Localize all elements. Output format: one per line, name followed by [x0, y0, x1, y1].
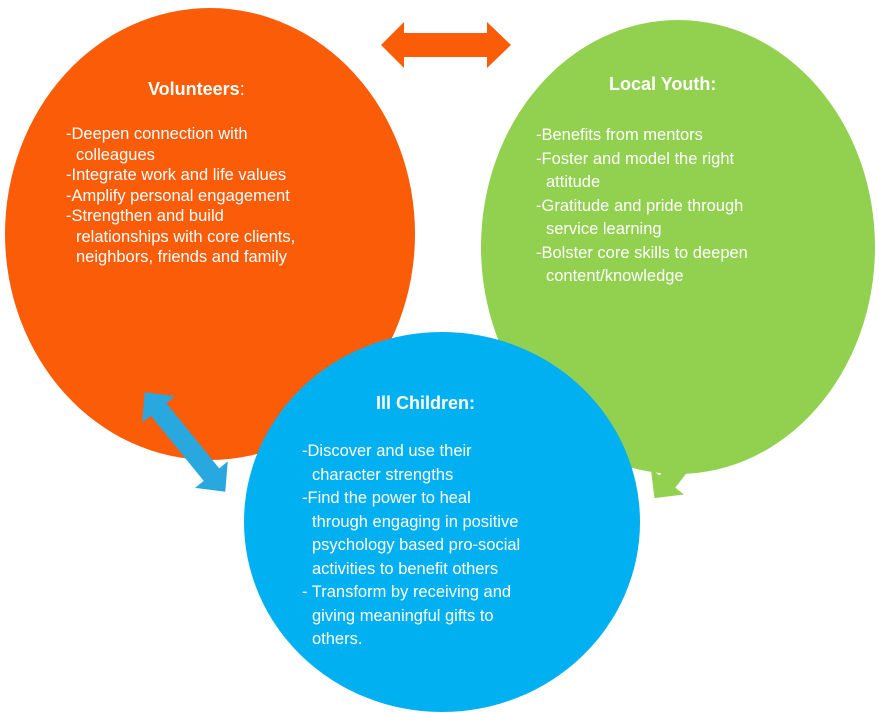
list-item-line: -Benefits from mentors	[536, 126, 703, 144]
list-item-line: service learning	[546, 220, 662, 238]
volunteers-title-text: Volunteers	[148, 79, 240, 99]
list-item-line: - Transform by receiving and	[302, 583, 512, 601]
children-list-item: -Find the power to heal through engaging …	[302, 487, 520, 581]
list-item-line: character strengths	[312, 465, 454, 484]
list-item-line: relationships with core clients,	[76, 227, 296, 246]
list-item-line: -Bolster core skills to deepen	[536, 243, 748, 262]
volunteers-list-item: -Integrate work and life values	[66, 165, 295, 186]
volunteers-list: -Deepen connection with colleagues -Integr…	[66, 124, 295, 268]
list-item-line: -Discover and use their	[302, 442, 472, 460]
list-item-line: through engaging in positive	[312, 512, 519, 531]
children-list: -Discover and use their character strengt…	[302, 440, 520, 652]
list-item-line: attitude	[546, 173, 601, 191]
volunteers-title-colon: :	[239, 79, 245, 99]
volunteers-list-item: -Amplify personal engagement	[66, 186, 295, 207]
local-youth-list-item: -Gratitude and pride through service lear…	[536, 195, 748, 242]
local-youth-list-item: -Bolster core skills to deepen content/kn…	[536, 242, 748, 289]
youth-children-arrow	[650, 401, 734, 499]
list-item-line: -Integrate work and life values	[66, 166, 287, 184]
list-item-line: psychology based pro-social	[312, 536, 521, 554]
list-item-line: neighbors, friends and family	[76, 248, 287, 266]
list-item-line: -Strengthen and build	[66, 207, 224, 225]
children-list-item: - Transform by receiving and giving mean…	[302, 581, 520, 652]
list-item-line: giving meaningful gifts to	[312, 606, 494, 625]
volunteers-circle	[5, 8, 415, 460]
local-youth-title: Local Youth:	[609, 74, 717, 94]
list-item-line: -Deepen connection with	[66, 125, 248, 143]
list-item-line: -Gratitude and pride through	[536, 196, 744, 215]
list-item-line: others.	[312, 630, 363, 648]
children-title: Ill Children:	[376, 393, 475, 413]
volunteers-children-arrow	[142, 392, 228, 492]
local-youth-list-item: -Foster and model the right attitude	[536, 148, 748, 195]
list-item-line: activities to benefit others	[312, 559, 499, 578]
volunteers-list-item: -Deepen connection with colleagues	[66, 124, 295, 165]
volunteers-youth-arrow	[381, 22, 511, 68]
volunteers-list-item: -Strengthen and build relationships with …	[66, 206, 295, 268]
children-circle	[244, 332, 640, 712]
local-youth-list: -Benefits from mentors -Foster and model …	[536, 124, 748, 289]
local-youth-list-item: -Benefits from mentors	[536, 124, 748, 148]
children-list-item: -Discover and use their character strengt…	[302, 440, 520, 487]
list-item-line: -Find the power to heal	[302, 489, 471, 507]
local-youth-circle	[481, 20, 875, 474]
volunteers-title: Volunteers:	[148, 79, 245, 100]
list-item-line: -Amplify personal engagement	[66, 186, 290, 205]
list-item-line: content/knowledge	[546, 267, 684, 285]
list-item-line: colleagues	[76, 145, 155, 164]
list-item-line: -Foster and model the right	[536, 149, 735, 168]
